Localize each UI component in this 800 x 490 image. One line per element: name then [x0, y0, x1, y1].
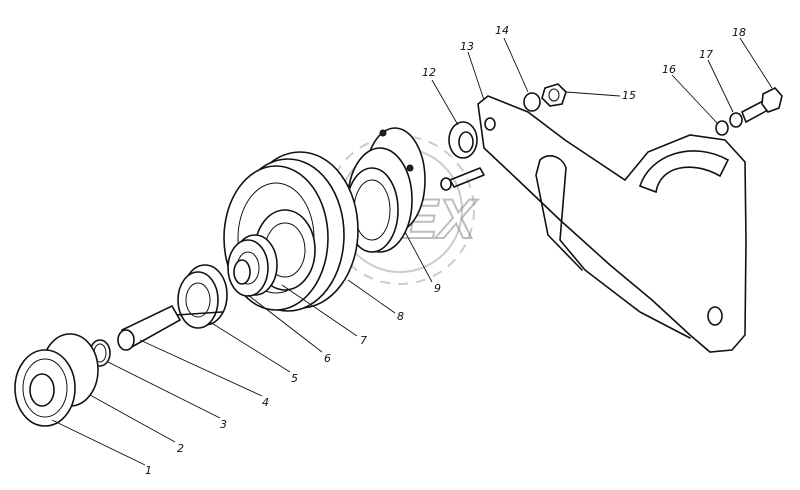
- callout-4: 4: [262, 396, 269, 409]
- callout-labels: 1 2 3 4 5 6 7 8 9 12 13 14 15 16 17 18: [145, 24, 746, 477]
- callout-15: 15: [622, 89, 636, 102]
- nut-15: [541, 83, 567, 107]
- callout-16: 16: [662, 63, 676, 76]
- leader-lines: [51, 37, 773, 466]
- callout-9: 9: [434, 282, 441, 295]
- callout-12: 12: [422, 66, 436, 79]
- bearing-6: [227, 234, 278, 297]
- callout-6: 6: [324, 352, 331, 365]
- washer-14: [523, 92, 541, 112]
- callout-3: 3: [220, 418, 227, 431]
- bolt-18: [740, 87, 783, 124]
- cover-1: [14, 349, 76, 427]
- callout-1: 1: [145, 464, 152, 477]
- callout-17: 17: [699, 48, 713, 61]
- shaft-4: [117, 304, 182, 351]
- callout-13: 13: [460, 40, 474, 53]
- bracket-plate: [477, 95, 747, 353]
- hub-9: [345, 127, 426, 253]
- callout-8: 8: [397, 310, 404, 323]
- callout-5: 5: [291, 372, 298, 385]
- washer-17: [729, 112, 743, 128]
- callout-7: 7: [360, 334, 367, 347]
- spacer-12: [440, 121, 485, 191]
- callout-2: 2: [177, 442, 184, 455]
- callout-14: 14: [495, 24, 509, 37]
- washer-16: [715, 120, 729, 136]
- callout-18: 18: [732, 26, 746, 39]
- bearing-5: [175, 264, 228, 329]
